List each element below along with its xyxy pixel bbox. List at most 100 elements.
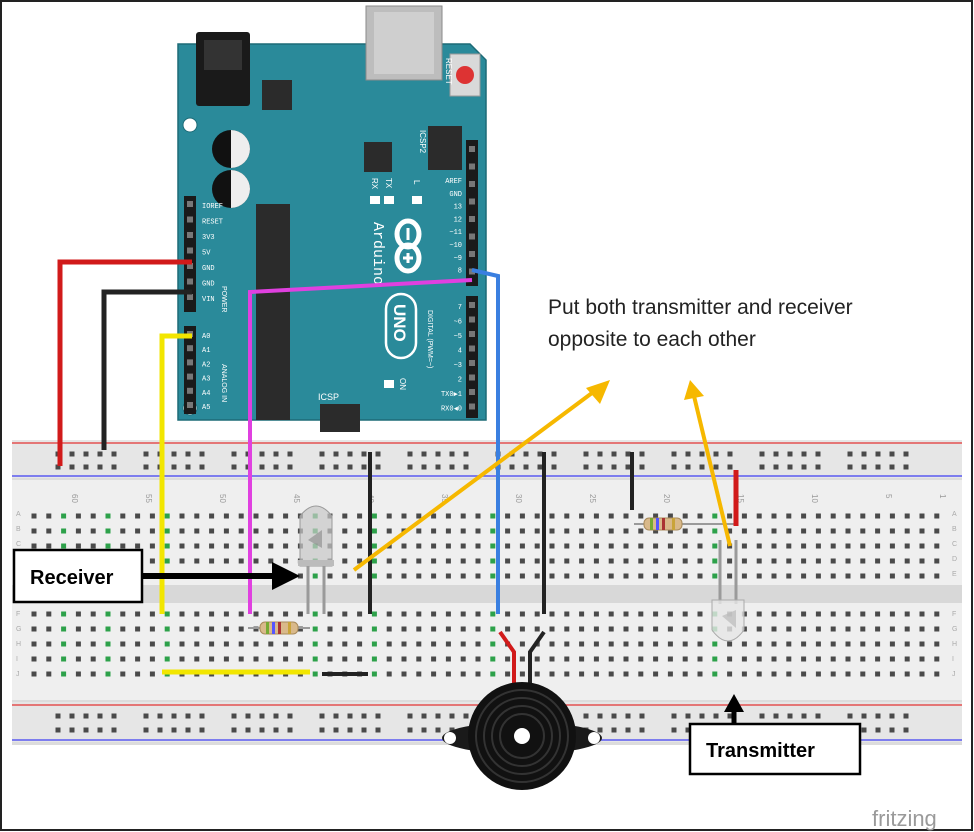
breadboard-hole: [149, 543, 155, 549]
transmitter-pointer-arrowhead: [724, 694, 744, 712]
breadboard-hole: [416, 671, 422, 677]
breadboard-hole: [712, 671, 718, 677]
breadboard-hole: [697, 626, 703, 632]
breadboard-hole: [904, 671, 910, 677]
breadboard-hole: [194, 641, 200, 647]
breadboard-hole: [90, 543, 96, 549]
breadboard-hole: [475, 611, 481, 617]
breadboard-hole: [759, 713, 765, 719]
breadboard-hole: [623, 641, 629, 647]
on-label: ON: [398, 378, 407, 390]
breadboard-hole: [889, 671, 895, 677]
breadboard-hole: [149, 611, 155, 617]
breadboard-hole: [889, 558, 895, 564]
breadboard-hole: [771, 558, 777, 564]
breadboard-hole: [460, 656, 466, 662]
breadboard-hole: [682, 641, 688, 647]
breadboard-hole: [771, 611, 777, 617]
row-letter: E: [952, 571, 957, 578]
breadboard-hole: [697, 558, 703, 564]
breadboard-hole: [564, 626, 570, 632]
breadboard-hole: [623, 543, 629, 549]
breadboard-hole: [416, 626, 422, 632]
breadboard-hole: [475, 558, 481, 564]
breadboard-hole: [771, 528, 777, 534]
breadboard-hole: [671, 464, 677, 470]
breadboard-hole: [185, 451, 191, 457]
breadboard-hole: [327, 611, 333, 617]
breadboard-hole: [171, 451, 177, 457]
breadboard-hole: [904, 543, 910, 549]
breadboard-hole: [209, 626, 215, 632]
breadboard-hole: [727, 451, 733, 457]
breadboard-hole: [342, 611, 348, 617]
breadboard-hole: [741, 641, 747, 647]
breadboard-hole: [97, 451, 103, 457]
breadboard-hole: [904, 641, 910, 647]
breadboard-hole: [593, 641, 599, 647]
breadboard-hole: [934, 528, 940, 534]
breadboard-hole: [597, 727, 603, 733]
breadboard-hole: [268, 543, 274, 549]
breadboard-hole: [357, 641, 363, 647]
breadboard-hole: [259, 713, 265, 719]
breadboard-hole: [889, 713, 895, 719]
pin-label: 3V3: [202, 234, 215, 242]
breadboard-hole: [333, 464, 339, 470]
breadboard-hole: [815, 558, 821, 564]
breadboard-hole: [801, 543, 807, 549]
breadboard-hole: [889, 641, 895, 647]
breadboard-hole: [83, 464, 89, 470]
breadboard-hole: [31, 611, 37, 617]
breadboard-hole: [608, 513, 614, 519]
pin-labels: IOREFRESET3V35VGNDGNDVINA0A1A2A3A4A5AREF…: [202, 178, 462, 414]
breadboard-hole: [209, 656, 215, 662]
breadboard-hole: [875, 656, 881, 662]
breadboard-hole: [579, 543, 585, 549]
breadboard-hole: [386, 626, 392, 632]
breadboard-hole: [164, 656, 170, 662]
header-pin: [187, 278, 193, 285]
breadboard-hole: [185, 713, 191, 719]
breadboard-hole: [164, 641, 170, 647]
breadboard-hole: [934, 671, 940, 677]
breadboard-hole: [685, 713, 691, 719]
breadboard-hole: [386, 513, 392, 519]
breadboard-hole: [519, 656, 525, 662]
breadboard-hole: [490, 626, 496, 632]
breadboard-hole: [149, 641, 155, 647]
pin-label: TX0▶1: [441, 391, 462, 399]
breadboard-hole: [919, 573, 925, 579]
breadboard-hole: [815, 641, 821, 647]
breadboard-hole: [505, 573, 511, 579]
breadboard-hole: [903, 727, 909, 733]
breadboard-hole: [312, 641, 318, 647]
breadboard-hole: [375, 727, 381, 733]
breadboard-hole: [179, 543, 185, 549]
breadboard-hole: [801, 558, 807, 564]
breadboard-hole: [435, 727, 441, 733]
breadboard-hole: [845, 611, 851, 617]
breadboard-hole: [534, 528, 540, 534]
breadboard-hole: [223, 513, 229, 519]
breadboard-hole: [273, 451, 279, 457]
breadboard-hole: [238, 528, 244, 534]
breadboard-hole: [860, 573, 866, 579]
breadboard-hole: [416, 558, 422, 564]
breadboard-hole: [741, 656, 747, 662]
row-letter: C: [16, 541, 21, 548]
breadboard-hole: [238, 513, 244, 519]
breadboard-hole: [667, 513, 673, 519]
breadboard-hole: [199, 464, 205, 470]
breadboard-hole: [697, 573, 703, 579]
breadboard-hole: [771, 656, 777, 662]
header-pin: [469, 389, 475, 395]
pin-label: RX0◀0: [441, 406, 462, 414]
header-pin: [469, 360, 475, 366]
row-letter: I: [952, 656, 954, 663]
breadboard-hole: [653, 671, 659, 677]
breadboard-hole: [682, 671, 688, 677]
breadboard-hole: [199, 713, 205, 719]
breadboard-hole: [845, 641, 851, 647]
breadboard-hole: [460, 528, 466, 534]
